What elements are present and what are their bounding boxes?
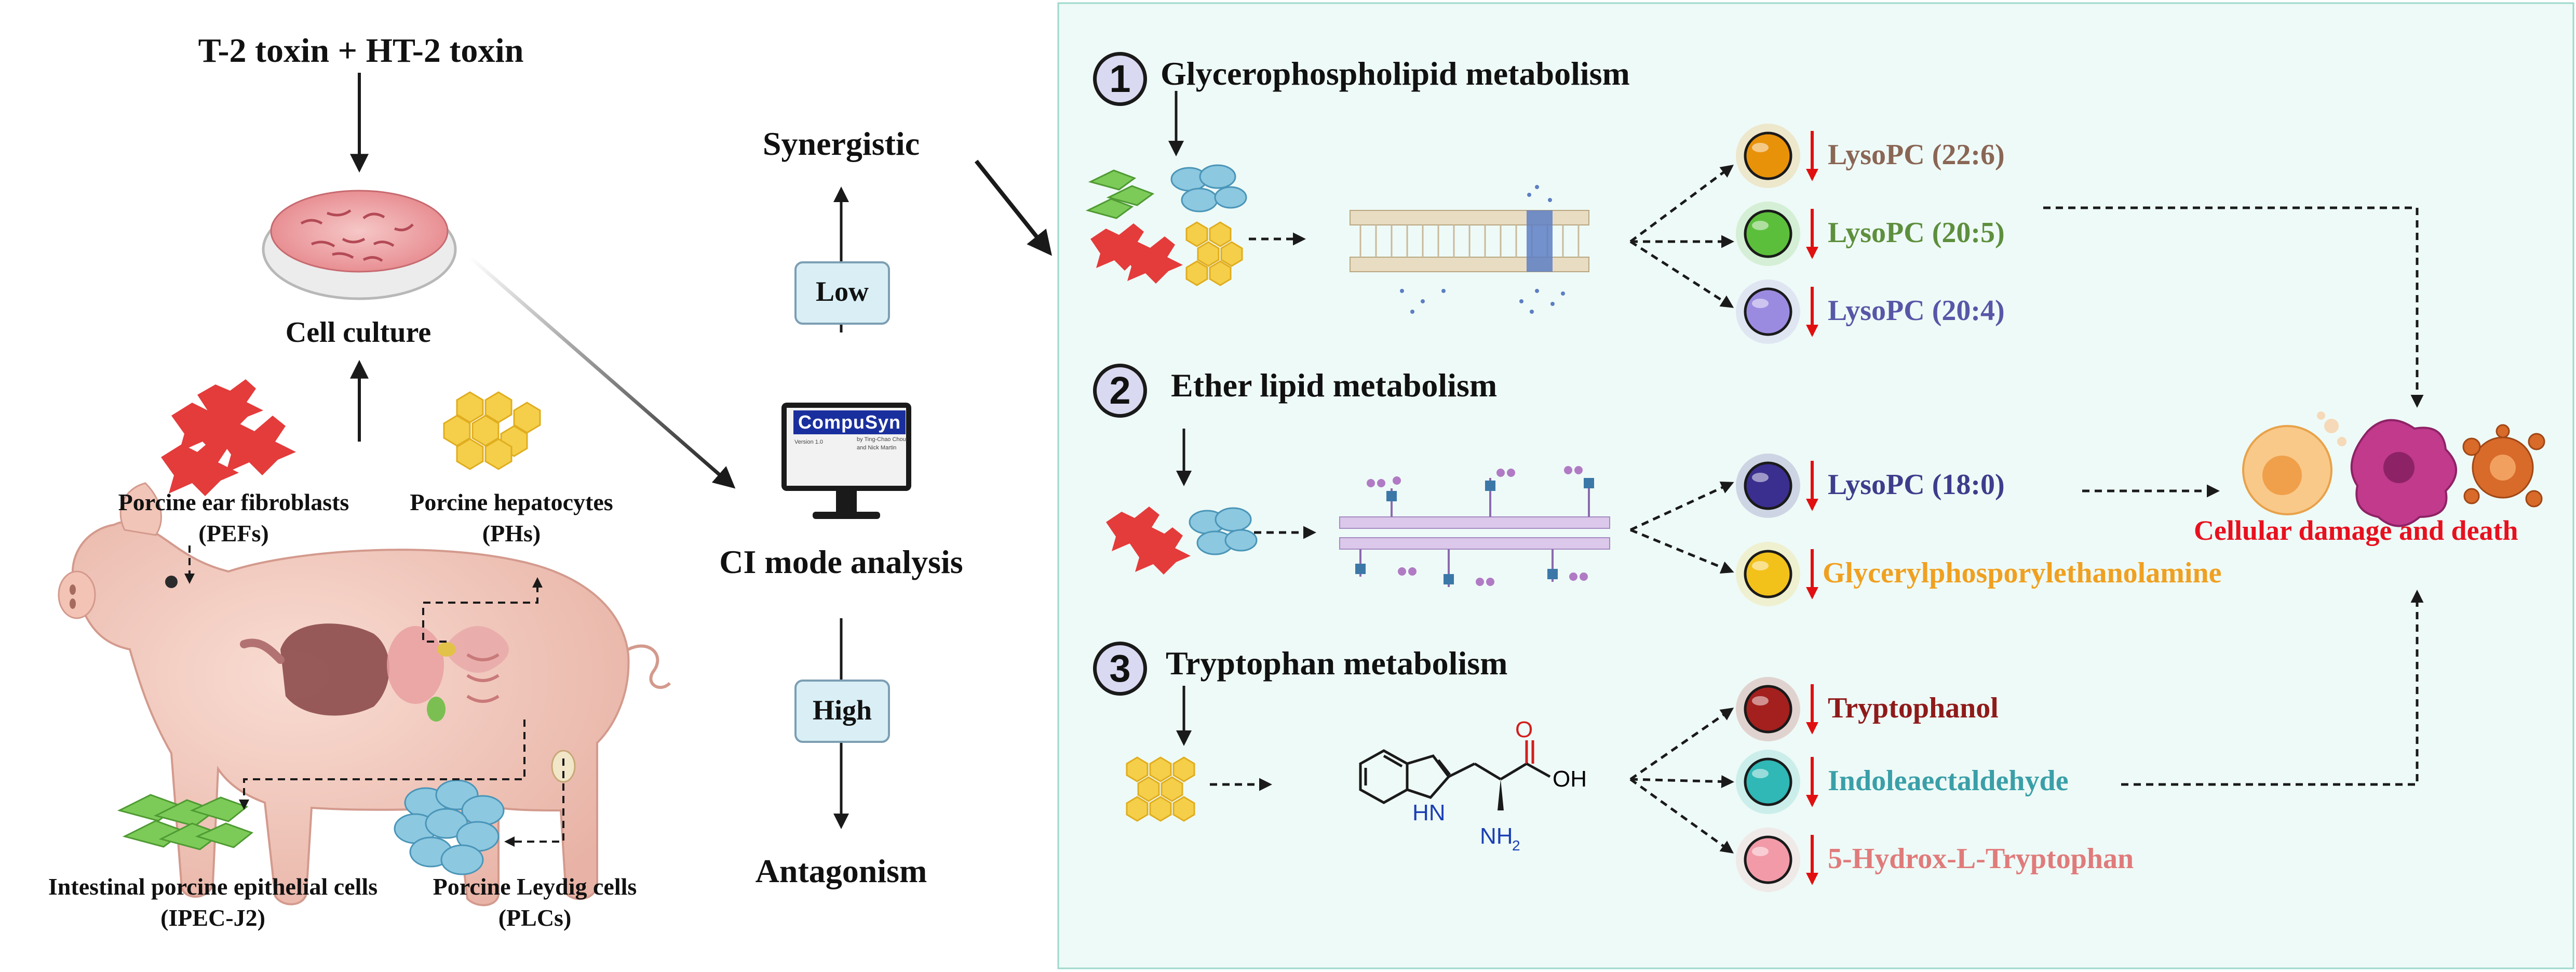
pathway-3-title: Tryptophan metabolism (1166, 645, 1508, 682)
compusyn-logo: CompuSyn (793, 410, 906, 434)
chem-nh: NH (1480, 823, 1513, 849)
petri-dish (262, 190, 457, 300)
metabolite-marker-1 (1736, 124, 1818, 188)
pef-cells (161, 379, 296, 496)
metabolite-label-2: LysoPC (20:5) (1828, 217, 2005, 249)
metabolite-label-1: LysoPC (22:6) (1828, 139, 2005, 171)
ipec-abbr: (IPEC-J2) (160, 904, 265, 931)
outcome-label: Cellular damage and death (2194, 515, 2518, 546)
pathway-1-title: Glycerophospholipid metabolism (1161, 55, 1630, 92)
metabolite-label-8: 5-Hydrox-L-Tryptophan (1828, 843, 2134, 875)
metabolite-label-6: Tryptophanol (1828, 692, 1999, 724)
ph-cells (443, 391, 541, 470)
plc-cells (394, 779, 505, 875)
arrow-culture-to-ci (468, 256, 736, 489)
ci-mode-label: CI mode analysis (719, 543, 963, 580)
ipec-label: Intestinal porcine epithelial cells (48, 873, 378, 900)
metabolite-label-4: LysoPC (18:0) (1828, 469, 2005, 501)
organ-connectors (184, 545, 564, 847)
low-label: Low (815, 276, 869, 307)
metabolite-marker-6 (1736, 677, 1818, 741)
cell-culture-label: Cell culture (285, 316, 431, 349)
compusyn-authors-1: by Ting-Chao Chou (857, 436, 906, 443)
high-box (794, 680, 890, 743)
ph-label: Porcine hepatocytes (410, 489, 613, 515)
membrane-1 (1350, 185, 1589, 314)
pathway-1-number: 1 (1093, 52, 1147, 106)
metabolite-marker-3 (1736, 279, 1818, 344)
plc-abbr: (PLCs) (498, 904, 572, 931)
metabolite-label-7: Indoleaectaldehyde (1828, 765, 2069, 797)
pathway-2-number: 2 (1093, 364, 1147, 418)
chem-hn: HN (1412, 800, 1446, 825)
metabolite-label-3: LysoPC (20:4) (1828, 295, 2005, 327)
metabolite-marker-4 (1736, 454, 1818, 518)
p1-cells (1085, 164, 1247, 286)
plc-label: Porcine Leydig cells (433, 873, 637, 900)
metabolite-marker-5 (1736, 542, 1818, 606)
metabolite-marker-7 (1736, 750, 1818, 814)
antagonism-label: Antagonism (755, 853, 927, 889)
high-label: High (812, 695, 872, 726)
membrane-2 (1339, 466, 1610, 587)
damaged-cells (2242, 411, 2545, 527)
compusyn-authors-2: and Nick Martin (857, 445, 897, 451)
pef-abbr: (PEFs) (198, 520, 269, 547)
arrow-synergistic-to-panel (974, 159, 1052, 256)
metabolite-marker-8 (1736, 828, 1818, 892)
chem-o: O (1515, 717, 1533, 742)
pef-label: Porcine ear fibroblasts (118, 489, 349, 515)
low-box (794, 261, 890, 325)
pathway-2-title: Ether lipid metabolism (1171, 367, 1498, 404)
synergistic-label: Synergistic (762, 125, 920, 162)
metabolite-label-5: Glycerylphosporylethanolamine (1823, 557, 2222, 589)
compusyn-version: Version 1.0 (794, 439, 824, 445)
p3-cells (1126, 756, 1195, 822)
chem-sub2: 2 (1512, 837, 1520, 854)
p2-cells (1106, 507, 1258, 575)
chem-oh: OH (1553, 766, 1587, 792)
ipec-cells (117, 794, 254, 850)
toxin-title: T-2 toxin + HT-2 toxin (198, 32, 524, 70)
tryptophan-structure (1359, 740, 1551, 810)
ph-abbr: (PHs) (482, 520, 541, 547)
pathway-3-number: 3 (1093, 642, 1147, 696)
metabolite-marker-2 (1736, 202, 1818, 266)
